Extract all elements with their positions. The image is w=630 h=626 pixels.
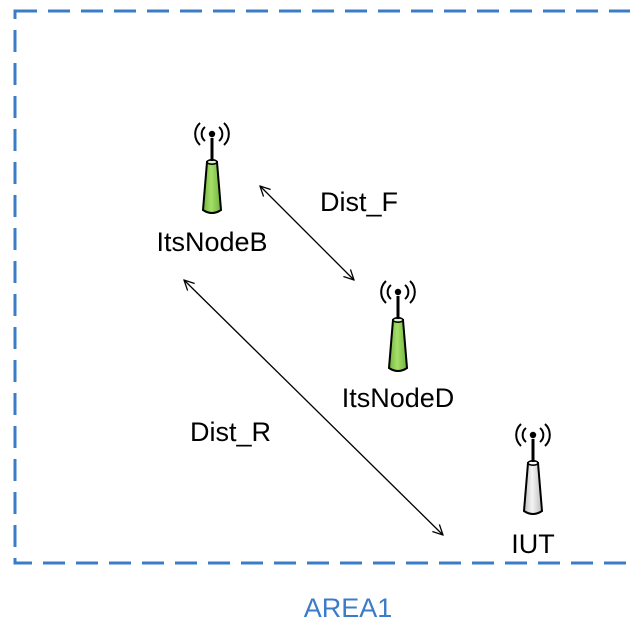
antenna-icon bbox=[193, 121, 231, 215]
antenna-icon bbox=[514, 422, 552, 516]
area-label: AREA1 bbox=[304, 593, 393, 623]
dist-r-label: Dist_R bbox=[190, 417, 271, 447]
its-node-d: ItsNodeD bbox=[342, 279, 455, 413]
its-node-b: ItsNodeB bbox=[156, 121, 268, 257]
iut-node: IUT bbox=[511, 422, 555, 559]
its-node-d-label: ItsNodeD bbox=[342, 383, 455, 413]
iut-label: IUT bbox=[511, 529, 555, 559]
dist-r-arrow bbox=[184, 280, 443, 535]
antenna-icon bbox=[379, 279, 417, 373]
its-node-b-label: ItsNodeB bbox=[156, 227, 267, 257]
dist-f-arrow bbox=[260, 186, 354, 280]
dist-f-label: Dist_F bbox=[320, 187, 398, 217]
